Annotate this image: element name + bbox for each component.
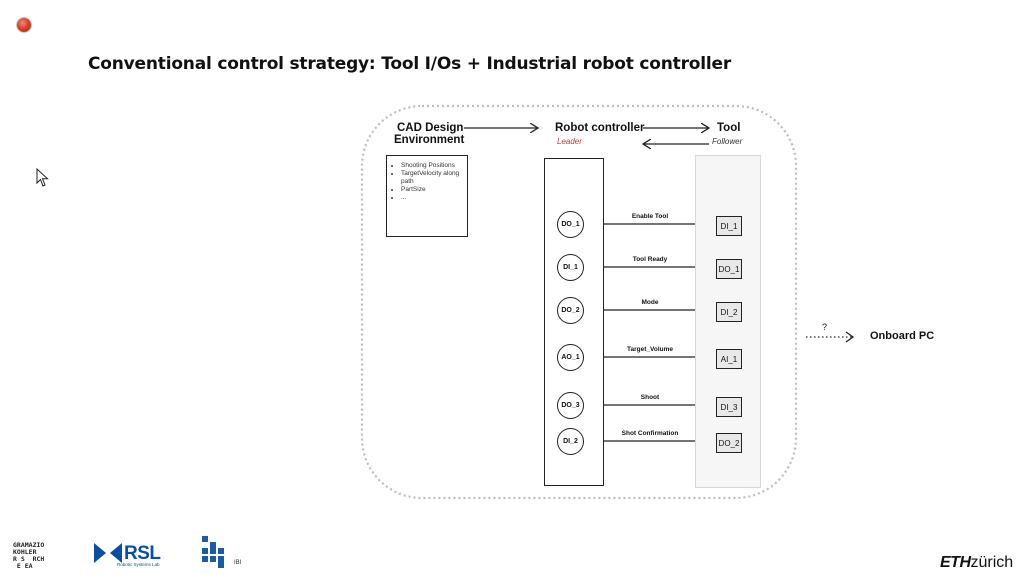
mouse-cursor-icon <box>36 168 49 187</box>
tool-port-di-3: DI_3 <box>716 397 742 417</box>
ibi-logo-text: IBI <box>234 560 242 566</box>
tool-port-di-1: DI_1 <box>716 216 742 236</box>
rsl-subtitle: Robotic Systems Lab <box>117 562 160 567</box>
tool-port-ai-1: AI_1 <box>716 349 742 369</box>
eth-logo-text: ETH <box>940 554 971 571</box>
cad-title-line1: CAD Design <box>397 122 464 134</box>
controller-port-do-1: DO_1 <box>557 211 584 238</box>
cad-parameter-list: Shooting PositionsTargetVelocity along p… <box>387 162 467 202</box>
slide-title: Conventional control strategy: Tool I/Os… <box>88 54 732 74</box>
tool-port-do-2: DO_2 <box>716 433 742 453</box>
system-boundary <box>360 104 798 500</box>
controller-port-ao-1: AO_1 <box>557 344 584 371</box>
cad-list-item: PartSize <box>401 186 467 194</box>
cad-list-item: ... <box>401 194 467 202</box>
signal-label: Target_Volume <box>627 346 673 353</box>
question-mark: ? <box>822 322 828 332</box>
controller-port-di-1: DI_1 <box>557 254 584 281</box>
eth-zurich-logo: ETHzürich <box>940 554 1013 572</box>
tool-port-do-1: DO_1 <box>716 259 742 279</box>
cad-list-item: Shooting Positions <box>401 162 467 170</box>
rsl-logo-icon <box>94 542 122 564</box>
controller-port-di-2: DI_2 <box>557 428 584 455</box>
tool-title: Tool <box>717 122 741 134</box>
record-indicator-icon <box>17 18 31 32</box>
robot-controller-title: Robot controller <box>555 122 645 134</box>
controller-port-do-2: DO_2 <box>557 297 584 324</box>
ibi-logo-icon <box>202 536 224 568</box>
rsl-logo-text: RSL <box>124 543 161 564</box>
tool-port-di-2: DI_2 <box>716 302 742 322</box>
signal-label: Enable Tool <box>631 213 669 220</box>
signal-label: Tool Ready <box>632 256 668 263</box>
controller-port-do-3: DO_3 <box>557 392 584 419</box>
cad-parameter-box: Shooting PositionsTargetVelocity along p… <box>386 155 468 237</box>
onboard-pc-label: Onboard PC <box>870 330 935 342</box>
signal-label: Shoot <box>640 394 660 401</box>
gramazio-kohler-logo: GRAMAZIO KOHLER R S RCH E EA <box>13 541 45 570</box>
signal-label: Shot Confirmation <box>621 430 679 437</box>
signal-label: Mode <box>641 299 659 306</box>
follower-label: Follower <box>712 137 743 146</box>
leader-label: Leader <box>557 137 582 146</box>
cad-list-item: TargetVelocity along path <box>401 170 467 186</box>
zurich-logo-text: zürich <box>970 554 1014 571</box>
cad-title-line2: Environment <box>394 134 465 146</box>
